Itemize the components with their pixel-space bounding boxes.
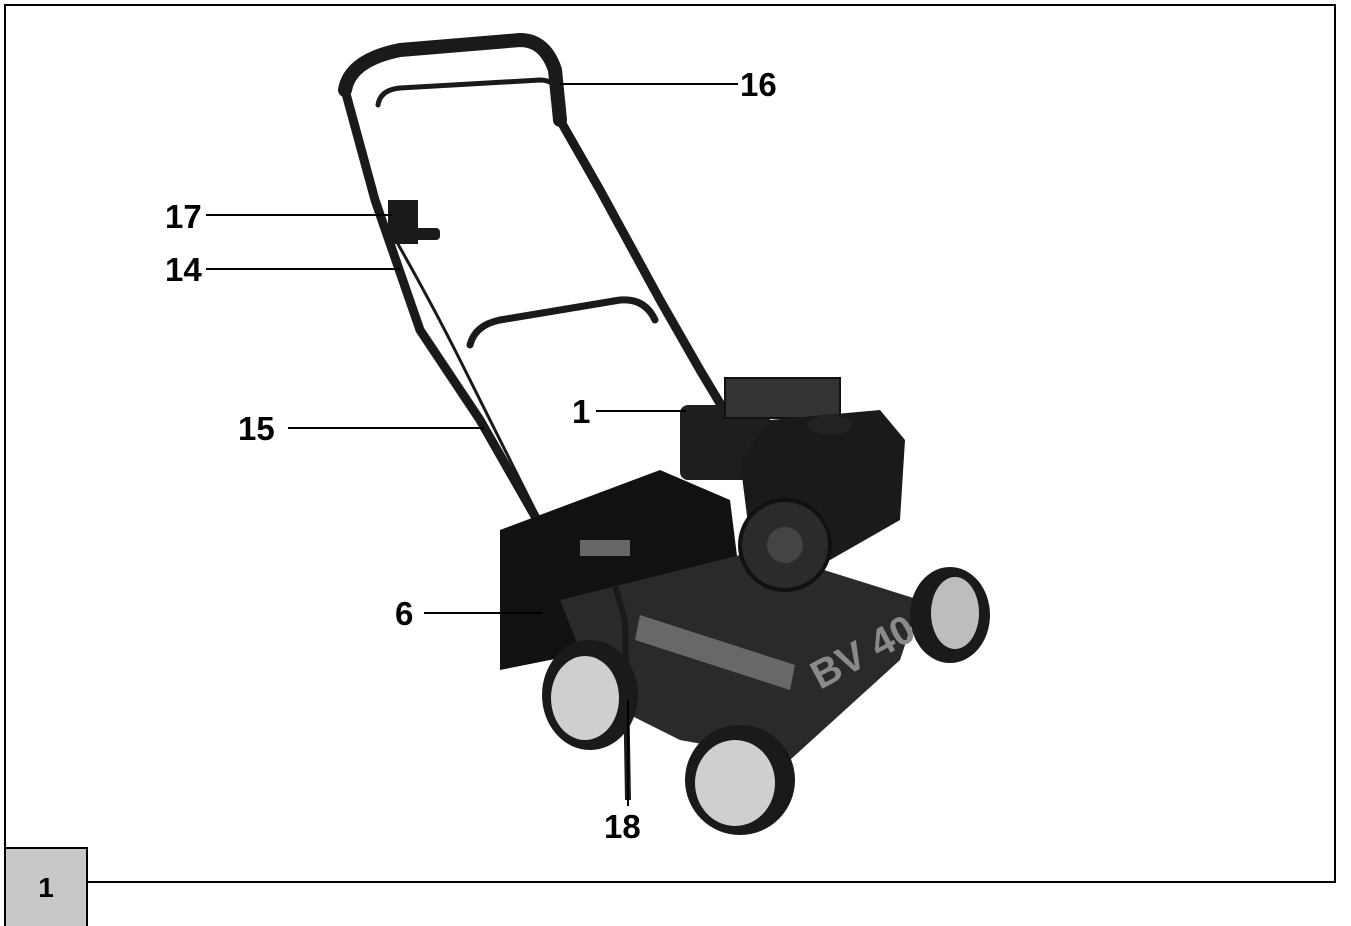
callout-17: 17	[165, 198, 202, 235]
callout-15: 15	[238, 410, 275, 447]
callout-18: 18	[604, 808, 641, 845]
wheel-front-right	[910, 567, 990, 663]
wheel-front-left	[685, 725, 795, 835]
engine	[680, 377, 905, 592]
figure-number-tab: 1	[4, 847, 88, 926]
callout-6: 6	[395, 595, 414, 632]
callout-1: 1	[572, 393, 591, 430]
collection-bag	[500, 470, 740, 670]
throttle-lever	[388, 200, 440, 244]
wheel-rear-left	[542, 640, 638, 750]
callout-16: 16	[740, 66, 777, 103]
callout-14: 14	[165, 251, 202, 288]
figure-frame	[4, 4, 1336, 883]
figure-number: 1	[38, 871, 54, 903]
